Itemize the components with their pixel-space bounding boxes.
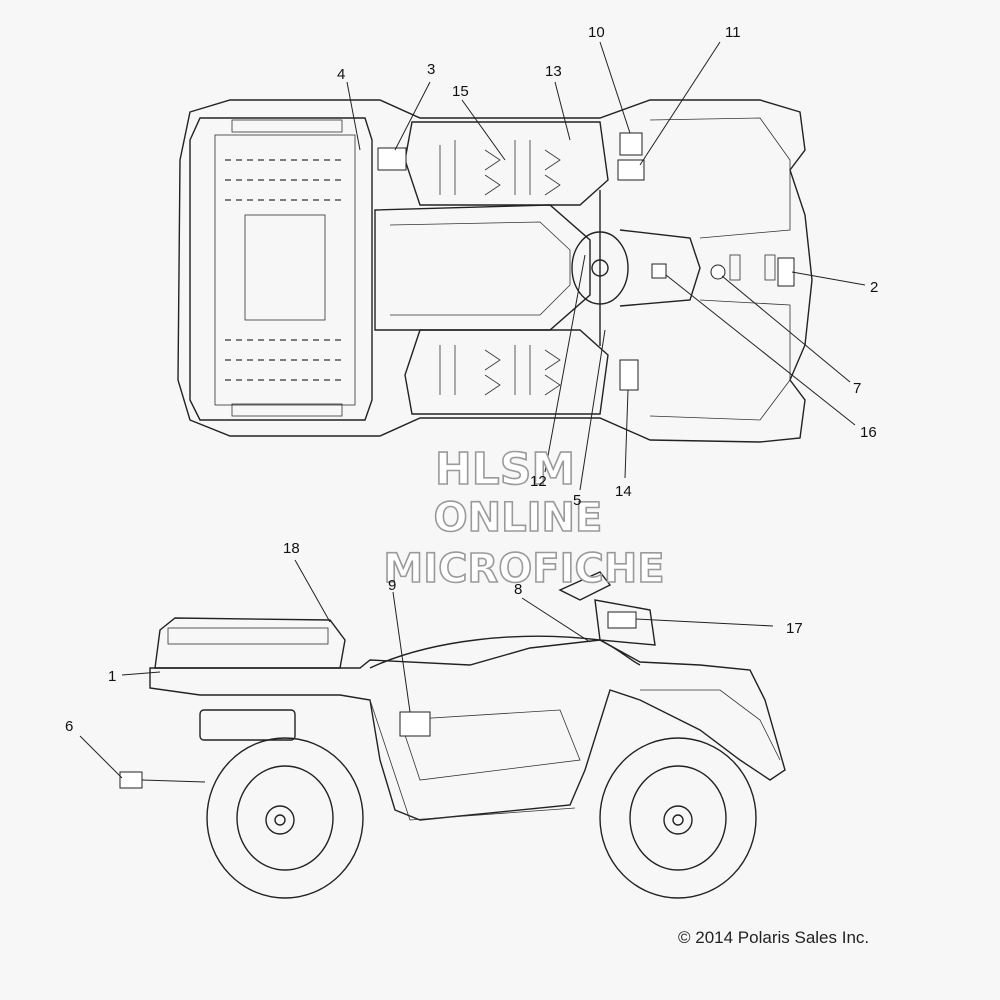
decal-2	[777, 257, 795, 287]
front-wheel	[599, 737, 757, 899]
decal-14	[619, 359, 639, 391]
callout-18: 18	[283, 540, 300, 557]
callout-17: 17	[786, 620, 803, 637]
callout-15: 15	[452, 83, 469, 100]
callout-8: 8	[514, 581, 522, 598]
callout-11: 11	[725, 24, 741, 41]
callout-numbers: 4 3 15 13 10 11 2 7 16 12 5 14 18 9 8 17…	[65, 24, 878, 735]
top-view	[177, 99, 813, 443]
side-view	[119, 571, 786, 899]
decal-9	[399, 711, 431, 737]
callout-16: 16	[860, 424, 877, 441]
watermark-line1: HLSM	[435, 444, 575, 495]
rear-wheel	[206, 737, 364, 899]
callout-2: 2	[870, 279, 878, 296]
callout-3: 3	[427, 61, 435, 78]
callout-4: 4	[337, 66, 345, 83]
callout-13: 13	[545, 63, 562, 80]
watermark: HLSM ONLINE MICROFICHE	[383, 443, 666, 593]
watermark-line2: ONLINE	[434, 495, 603, 541]
watermark-line3: MICROFICHE	[383, 546, 664, 592]
callout-1: 1	[108, 668, 116, 685]
callout-10: 10	[588, 24, 605, 41]
copyright-notice: © 2014 Polaris Sales Inc.	[678, 928, 870, 947]
callout-5: 5	[573, 492, 581, 509]
callout-14: 14	[615, 483, 632, 500]
leader-lines-side	[79, 559, 774, 783]
decal-11	[617, 159, 645, 181]
decal-6	[119, 771, 143, 789]
decal-16	[651, 263, 667, 279]
callout-6: 6	[65, 718, 73, 735]
decal-7	[710, 264, 726, 280]
callout-7: 7	[853, 380, 861, 397]
decal-3	[377, 147, 407, 171]
decal-10	[619, 132, 643, 156]
leader-lines-top	[346, 41, 866, 491]
decal-17	[607, 611, 637, 629]
callout-12: 12	[530, 473, 547, 490]
callout-9: 9	[388, 577, 396, 594]
